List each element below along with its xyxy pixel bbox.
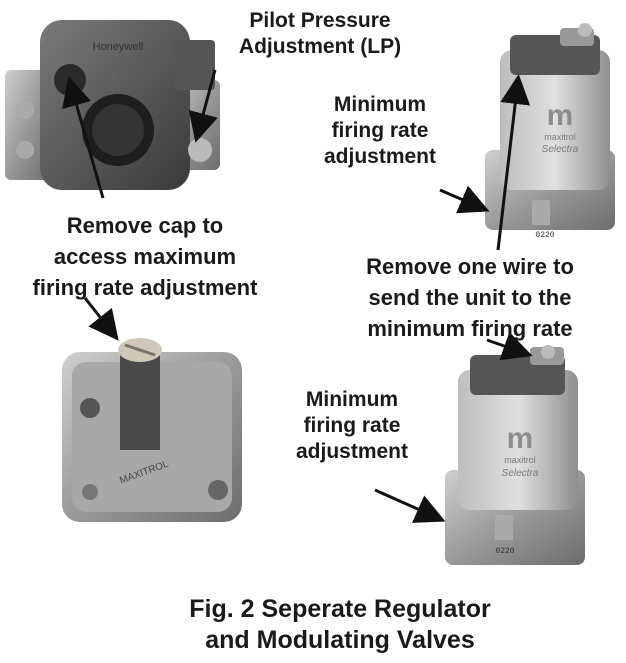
label-line: minimum firing rate (367, 316, 573, 341)
label-line: send the unit to the (368, 285, 572, 310)
label-line: Remove one wire to (366, 254, 574, 279)
modulating-top-code: 0220 (535, 231, 554, 240)
caption-line: and Modulating Valves (205, 626, 475, 654)
gas-valve-brand: Honeywell (93, 41, 144, 53)
arrow-max-cap (62, 76, 105, 199)
gas-valve-photo: Honeywell (5, 20, 220, 190)
label-line: Adjustment (LP) (238, 35, 402, 58)
modulating-top-brand: maxitrol (544, 132, 576, 142)
modulating-bottom-code: 0220 (495, 547, 514, 556)
modulating-bottom-model: Selectra (502, 468, 539, 479)
caption-line: Fig. 2 Seperate Regulator (189, 595, 491, 623)
label-line: firing rate (303, 414, 401, 437)
label-line: Remove cap to (66, 213, 224, 238)
arrow-regulator (83, 297, 119, 341)
label-line: Minimum (305, 388, 399, 411)
label-line: Pilot Pressure (249, 9, 391, 32)
label-line: adjustment (295, 440, 408, 463)
regulator-photo: MAXITROL (62, 338, 242, 522)
remove-wire-label: Remove one wire to send the unit to the … (325, 251, 615, 344)
svg-text:m: m (547, 99, 574, 132)
min-firing-bottom-label: Minimum firing rate adjustment (272, 387, 432, 465)
label-line: firing rate adjustment (32, 275, 258, 300)
modulating-top-model: Selectra (542, 144, 579, 155)
arrow-wire-top (496, 74, 531, 251)
arrow-wire-bottom (486, 331, 533, 361)
arrow-min-top (439, 185, 490, 214)
pilot-pressure-label: Pilot Pressure Adjustment (LP) (200, 8, 440, 60)
svg-text:m: m (507, 422, 534, 455)
remove-cap-label: Remove cap to access maximum firing rate… (0, 210, 290, 303)
figure-caption: Fig. 2 Seperate Regulator and Modulating… (130, 594, 550, 656)
modulating-valve-bottom-photo: m maxitrol Selectra 0220 (445, 345, 585, 565)
min-firing-top-label: Minimum firing rate adjustment (300, 92, 460, 170)
arrow-pilot (188, 69, 218, 143)
label-line: access maximum (53, 244, 237, 269)
label-line: adjustment (323, 145, 436, 168)
modulating-bottom-brand: maxitrol (504, 455, 536, 465)
arrow-min-bottom (374, 488, 446, 523)
label-line: Minimum (333, 93, 427, 116)
label-line: firing rate (331, 119, 429, 142)
